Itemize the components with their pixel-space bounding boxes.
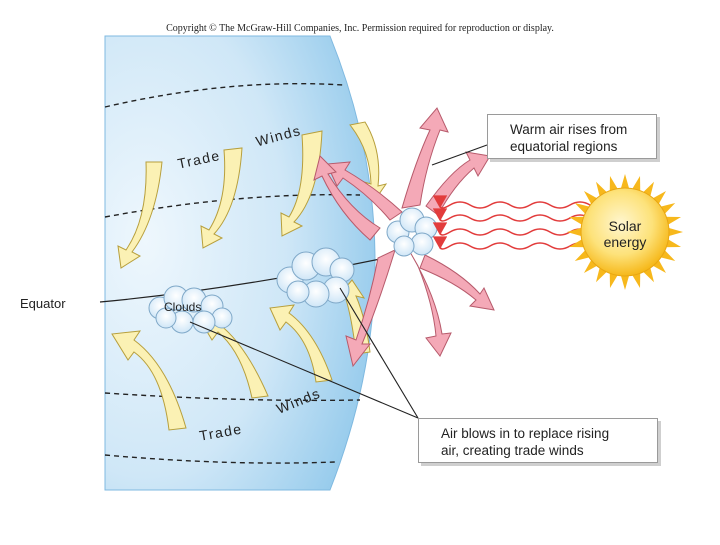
solar-line2: energy bbox=[590, 234, 660, 250]
callout-air-blows-line2: air, creating trade winds bbox=[441, 442, 647, 459]
callout-warm-air: Warm air rises from equatorial regions bbox=[487, 114, 657, 159]
callout-air-blows-line1: Air blows in to replace rising bbox=[441, 425, 647, 442]
solar-energy-label: Solar energy bbox=[590, 218, 660, 250]
equator-label: Equator bbox=[20, 296, 66, 311]
clouds-label: Clouds bbox=[164, 300, 201, 314]
solar-line1: Solar bbox=[590, 218, 660, 234]
solar-rays bbox=[440, 202, 590, 249]
copyright-notice: Copyright © The McGraw-Hill Companies, I… bbox=[0, 23, 720, 34]
callout-warm-air-line1: Warm air rises from bbox=[510, 121, 646, 138]
callout-warm-air-line2: equatorial regions bbox=[510, 138, 646, 155]
rising-air-arrow bbox=[426, 152, 490, 215]
callout-air-blows: Air blows in to replace rising air, crea… bbox=[418, 418, 658, 463]
